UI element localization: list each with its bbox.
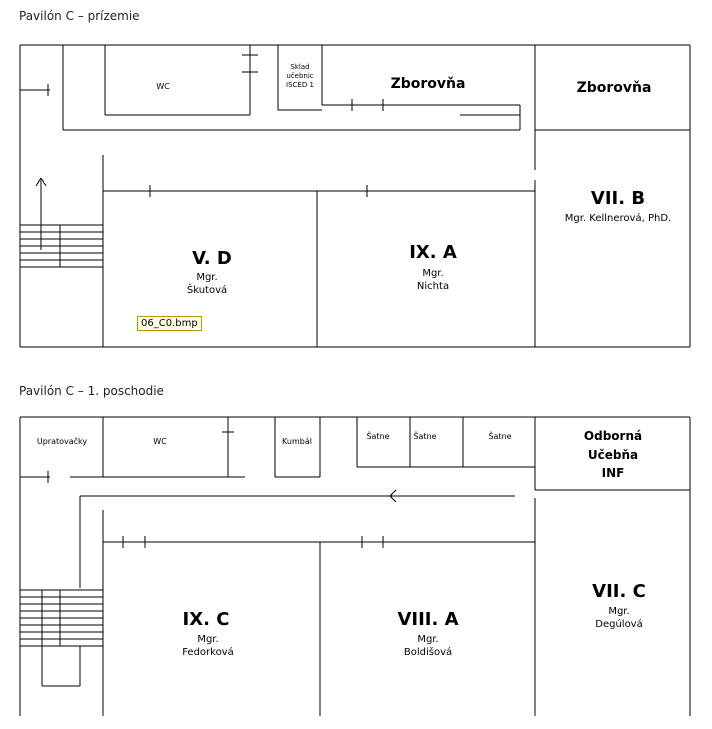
image-filename-tooltip: 06_C0.bmp	[137, 316, 202, 331]
room-label-vii-c: VII. C	[592, 581, 646, 602]
teacher-label-ix-a: Mgr. Nichta	[416, 268, 450, 292]
room-label-kumbal: Kumbál	[282, 437, 312, 446]
teacher-label-ix-c: Mgr. Fedorková	[182, 634, 234, 658]
room-label-ix-c: IX. C	[182, 609, 230, 630]
room-label-ix-a: IX. A	[409, 242, 457, 263]
room-label-satne-2: Šatne	[413, 432, 437, 441]
teacher-label-vii-c: Mgr. Degúlová	[595, 606, 643, 630]
room-label-wc: WC	[156, 82, 170, 91]
teacher-label-viii-a: Mgr. Boldišová	[403, 634, 453, 658]
teacher-label-vii-b: Mgr. Kellnerová, PhD.	[564, 213, 672, 224]
room-label-zborovna-2: Zborovňa	[576, 80, 652, 96]
ground-floor-walls	[19, 44, 691, 348]
floor-title-ground: Pavilón C – prízemie	[19, 9, 140, 23]
room-label-viii-a: VIII. A	[397, 609, 459, 630]
room-label-v-d: V. D	[192, 248, 232, 269]
room-label-upratovacky: Upratovačky	[36, 437, 88, 446]
room-label-odborna-ucebna-inf: Odborná Učebňa INF	[583, 429, 643, 481]
room-label-sklad: Sklad učebnic ISCED 1	[286, 63, 314, 90]
room-label-vii-b: VII. B	[590, 188, 646, 209]
room-label-zborovna-1: Zborovňa	[390, 76, 466, 92]
first-floor-walls	[19, 416, 691, 716]
room-label-satne-1: Šatne	[366, 432, 390, 441]
room-label-satne-3: Šatne	[488, 432, 512, 441]
floor-title-first: Pavilón C – 1. poschodie	[19, 384, 164, 398]
room-label-wc-first: WC	[153, 437, 167, 446]
teacher-label-v-d: Mgr. Škutová	[186, 272, 228, 296]
